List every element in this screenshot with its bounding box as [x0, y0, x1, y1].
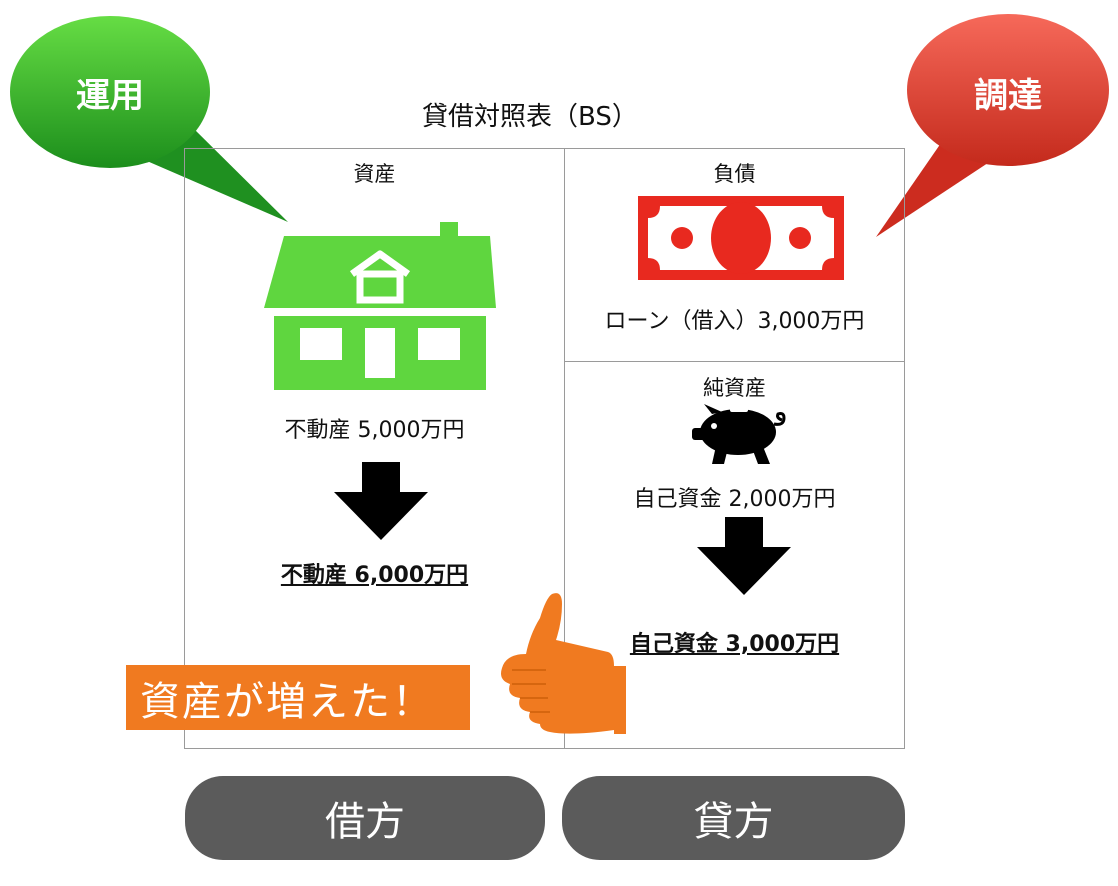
money-bill-icon	[638, 196, 844, 280]
net-assets-after-text: 自己資金 3,000万円	[629, 632, 840, 657]
assets-before-text: 不動産 5,000万円	[284, 418, 465, 443]
bubble-left-label: 運用	[76, 76, 144, 116]
bubble-right-label: 調達	[974, 76, 1042, 116]
bubble-left	[10, 16, 288, 222]
down-arrow-icon	[334, 462, 428, 540]
assets-after-text: 不動産 6,000万円	[280, 563, 469, 588]
thumbs-up-icon	[501, 593, 626, 734]
net-assets-header: 純資産	[703, 376, 766, 400]
down-arrow-icon	[697, 517, 791, 595]
assets-increased-callout: 資産が増えた！	[126, 665, 470, 730]
assets-header: 資産	[353, 162, 396, 186]
net-assets-before-text: 自己資金 2,000万円	[633, 487, 836, 512]
net-assets-panel	[564, 361, 905, 749]
piggy-bank-icon	[692, 404, 786, 464]
page-title: 貸借対照表（BS）	[422, 102, 638, 132]
bubble-right	[876, 14, 1109, 237]
house-icon	[264, 222, 496, 390]
credit-label: 貸方	[562, 776, 905, 860]
debit-label: 借方	[185, 776, 545, 860]
liabilities-header: 負債	[713, 162, 756, 186]
loan-text: ローン（借入）3,000万円	[604, 309, 865, 334]
